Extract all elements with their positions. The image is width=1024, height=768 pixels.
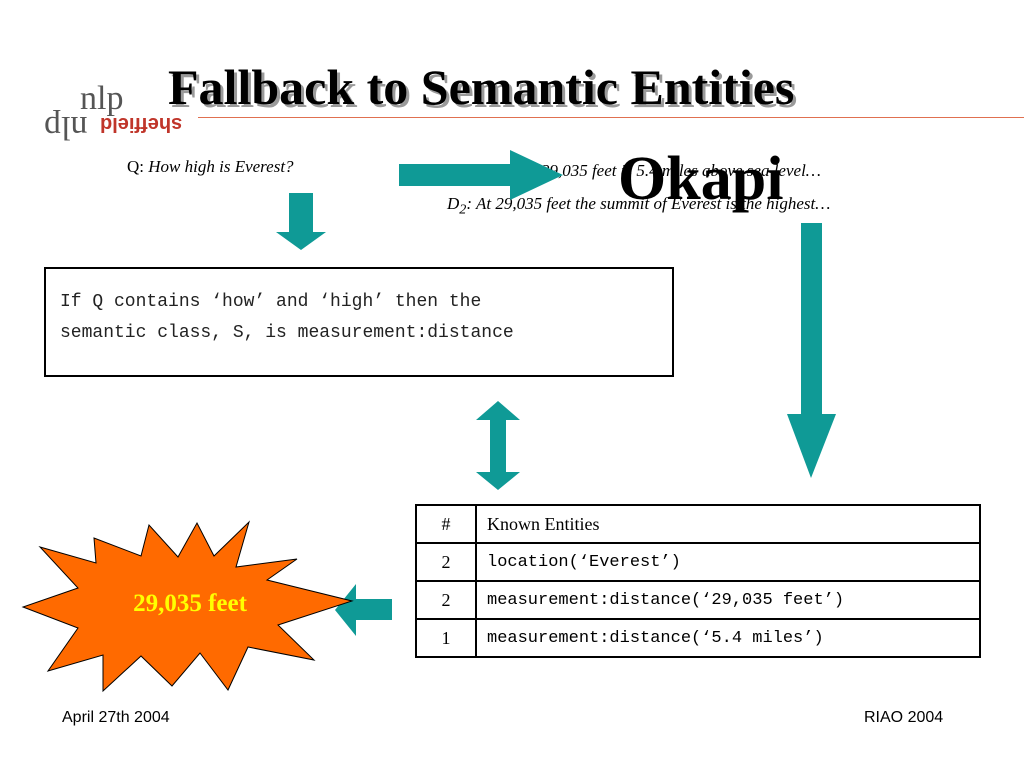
table-header-row: # Known Entities	[415, 504, 981, 544]
row-entity: measurement:distance(‘5.4 miles’)	[475, 618, 981, 658]
doc-sub: 2	[459, 201, 467, 218]
okapi-label: Okapi	[618, 145, 784, 213]
table-row: 1 measurement:distance(‘5.4 miles’)	[415, 618, 981, 658]
slide-title: Fallback to Semantic Entities	[168, 59, 795, 115]
left-arrow	[335, 584, 392, 636]
row-entity: location(‘Everest’)	[475, 542, 981, 582]
right-arrow	[399, 150, 563, 200]
doc-text: : At 29,035 feet the summit of Everest i…	[466, 194, 831, 214]
footer-date: April 27th 2004	[62, 709, 170, 726]
header-count: #	[415, 504, 477, 544]
document-2: D2: At 29,035 feet the summit of Everest…	[447, 190, 830, 223]
row-count: 1	[415, 618, 477, 658]
question-text: How high is Everest?	[148, 157, 294, 176]
answer-burst	[21, 520, 354, 693]
logo-nlp: nlp	[80, 80, 124, 117]
row-entity: measurement:distance(‘29,035 feet’)	[475, 580, 981, 620]
down-arrow-question	[276, 193, 326, 250]
question: Q: How high is Everest?	[127, 157, 294, 176]
known-entities-table: # Known Entities 2 location(‘Everest’) 2…	[415, 504, 981, 658]
title-divider	[198, 117, 1024, 118]
doc-label: D	[447, 194, 460, 214]
rule-line-1: If Q contains ‘how’ and ‘high’ then the	[60, 292, 482, 312]
rule-line-2: semantic class, S, is measurement:distan…	[60, 323, 514, 343]
semantic-rule-box: If Q contains ‘how’ and ‘high’ then the …	[44, 267, 674, 377]
row-count: 2	[415, 542, 477, 582]
question-label: Q	[127, 157, 140, 176]
down-arrow-okapi	[787, 223, 836, 478]
answer-text: 29,035 feet	[133, 590, 247, 617]
row-count: 2	[415, 580, 477, 620]
header-entities: Known Entities	[475, 504, 981, 544]
double-arrow	[476, 401, 520, 490]
table-row: 2 measurement:distance(‘29,035 feet’)	[415, 580, 981, 620]
table-row: 2 location(‘Everest’)	[415, 542, 981, 582]
footer-venue: RIAO 2004	[864, 709, 944, 726]
